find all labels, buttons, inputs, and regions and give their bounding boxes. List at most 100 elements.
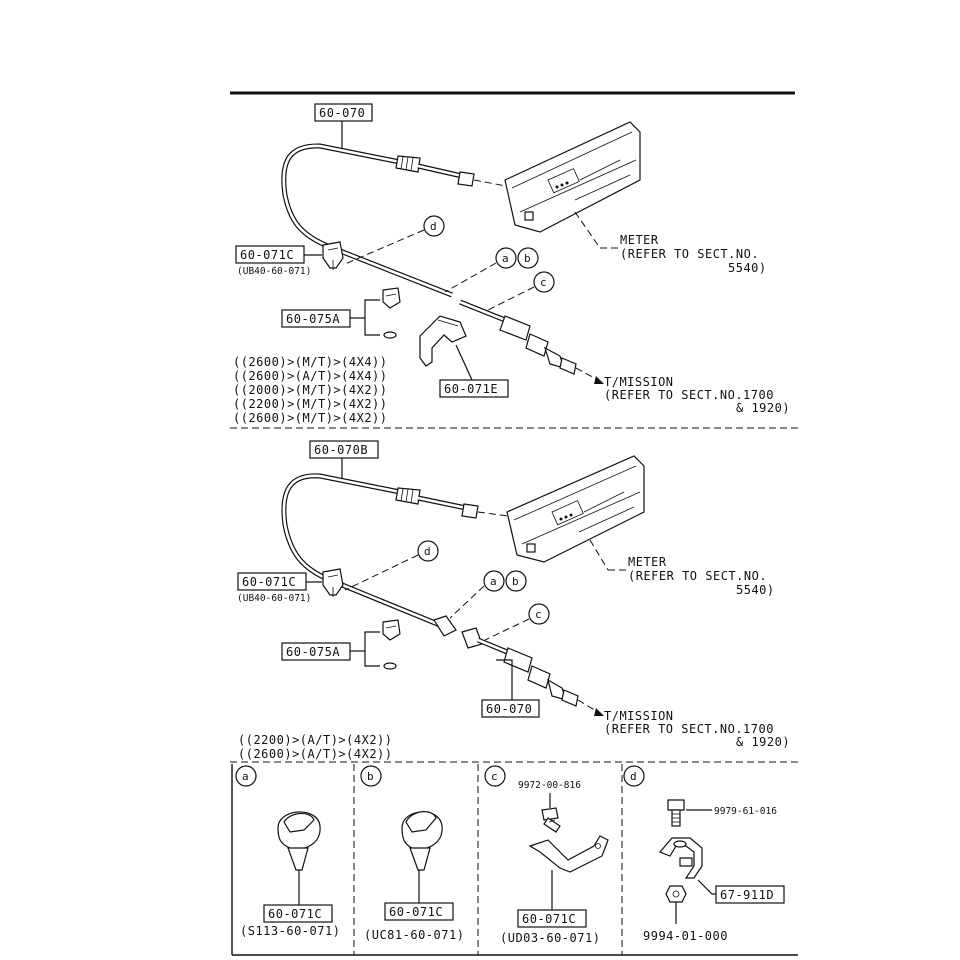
trans-line-1: T/MISSION xyxy=(604,709,674,723)
detail-c-bolt-number: 9972-00-816 xyxy=(518,780,581,791)
transmission-cable xyxy=(459,299,604,384)
clip-part xyxy=(322,241,344,270)
detail-label-box xyxy=(384,902,454,921)
detail-b-callout xyxy=(360,765,382,787)
leader xyxy=(697,879,716,895)
detail-a: a 60-071C (S113-60-071) xyxy=(235,765,340,938)
meter-assembly xyxy=(504,121,641,249)
callout-c xyxy=(528,603,550,625)
clamp-part xyxy=(658,837,703,879)
applicability-line: ((2600)>(M/T)>(4X4)) xyxy=(233,355,388,369)
detail-a-sub: (S113-60-071) xyxy=(240,924,340,938)
clip-part xyxy=(322,568,344,597)
detail-c-sub: (UD03-60-071) xyxy=(500,931,600,945)
callout-a xyxy=(495,247,517,269)
clip-label: 60-071C xyxy=(242,575,296,589)
trans-line-3: & 1920) xyxy=(736,735,790,749)
bracket-label: 60-071E xyxy=(444,382,498,396)
detail-d: d 9979-61-016 67-911D 9994-01-000 xyxy=(623,765,785,943)
callout-b-letter: b xyxy=(512,575,519,588)
detail-a-callout xyxy=(235,765,257,787)
section-a: 60-070 xyxy=(233,103,790,425)
detail-c: c 9972-00-816 60-071C (UD03-60-071) xyxy=(484,765,609,945)
cable-label: 60-070 xyxy=(319,106,365,120)
detail-d-label: 67-911D xyxy=(720,888,774,902)
clip-part xyxy=(277,811,321,905)
clip-sublabel: (UB40-60-071) xyxy=(237,266,311,277)
bracket-part xyxy=(419,315,467,367)
section-b: 60-070B xyxy=(237,440,790,761)
grommet-part xyxy=(382,619,401,670)
trans-line-2: (REFER TO SECT.NO.1700 xyxy=(604,722,774,736)
leader xyxy=(496,659,513,700)
detail-d-nut-number: 9994-01-000 xyxy=(643,929,728,943)
detail-b-label: 60-071C xyxy=(389,905,443,919)
callout-d xyxy=(423,215,445,237)
callout-d-letter: d xyxy=(430,220,437,233)
meter-line-2: (REFER TO SECT.NO. xyxy=(628,569,767,583)
bolt-part xyxy=(667,799,685,827)
cable-label: 60-070B xyxy=(314,443,368,457)
trans-line-1: T/MISSION xyxy=(604,375,674,389)
grommet-label: 60-075A xyxy=(286,312,340,326)
bracket-leader xyxy=(364,631,380,667)
lower-cable-label: 60-070 xyxy=(486,702,532,716)
detail-label-box xyxy=(263,904,333,923)
meter-line-3: 5540) xyxy=(728,261,767,275)
speedometer-cable xyxy=(281,143,507,298)
detail-c-label: 60-071C xyxy=(522,912,576,926)
applicability-line: ((2200)>(A/T)>(4X2)) xyxy=(238,733,393,747)
callout-d-letter: d xyxy=(424,545,431,558)
lower-cable-label-box xyxy=(481,699,540,718)
clip-label: 60-071C xyxy=(240,248,294,262)
detail-c-callout xyxy=(484,765,506,787)
applicability-line: ((2600)>(A/T)>(4X2)) xyxy=(238,747,393,761)
bracket-part xyxy=(528,835,609,873)
detail-label-box xyxy=(517,909,587,928)
applicability-line: ((2600)>(M/T)>(4X2)) xyxy=(233,411,388,425)
bolt-part xyxy=(541,807,561,833)
cable-label-box xyxy=(309,440,379,459)
detail-d-bolt-number: 9979-61-016 xyxy=(714,806,777,817)
bracket-label-box xyxy=(439,379,509,398)
meter-line-3: 5540) xyxy=(736,583,775,597)
meter-assembly xyxy=(506,455,645,571)
applicability-line: ((2600)>(A/T)>(4X4)) xyxy=(233,369,388,383)
detail-d-letter: d xyxy=(630,770,637,783)
detail-label-box xyxy=(715,885,785,904)
detail-d-callout xyxy=(623,765,645,787)
applicability-line: ((2000)>(M/T)>(4X2)) xyxy=(233,383,388,397)
grommet-part xyxy=(382,287,401,339)
meter-line-1: METER xyxy=(620,233,659,247)
transmission-cable xyxy=(461,627,604,716)
grommet-label-box xyxy=(281,309,351,328)
speedometer-cable xyxy=(281,473,509,637)
callout-d xyxy=(417,540,439,562)
trans-line-3: & 1920) xyxy=(736,401,790,415)
grommet-label: 60-075A xyxy=(286,645,340,659)
meter-line-1: METER xyxy=(628,555,667,569)
callout-a xyxy=(483,570,505,592)
callout-b xyxy=(517,247,539,269)
nut-part xyxy=(665,885,687,903)
callout-c-letter: c xyxy=(535,608,542,621)
cable-label-box xyxy=(314,103,373,122)
bracket-leader xyxy=(364,299,380,336)
callout-a-letter: a xyxy=(490,575,497,588)
detail-b-letter: b xyxy=(367,770,374,783)
meter-line-2: (REFER TO SECT.NO. xyxy=(620,247,759,261)
detail-a-letter: a xyxy=(242,770,249,783)
detail-a-label: 60-071C xyxy=(268,907,322,921)
detail-b: b 60-071C (UC81-60-071) xyxy=(360,765,464,942)
callout-b-letter: b xyxy=(524,252,531,265)
callout-b xyxy=(505,570,527,592)
clip-part xyxy=(401,811,443,905)
callout-c xyxy=(533,271,555,293)
clip-sublabel: (UB40-60-071) xyxy=(237,593,311,604)
callout-c-letter: c xyxy=(540,276,547,289)
applicability-line: ((2200)>(M/T)>(4X2)) xyxy=(233,397,388,411)
callout-a-letter: a xyxy=(502,252,509,265)
trans-line-2: (REFER TO SECT.NO.1700 xyxy=(604,388,774,402)
detail-c-letter: c xyxy=(491,770,498,783)
